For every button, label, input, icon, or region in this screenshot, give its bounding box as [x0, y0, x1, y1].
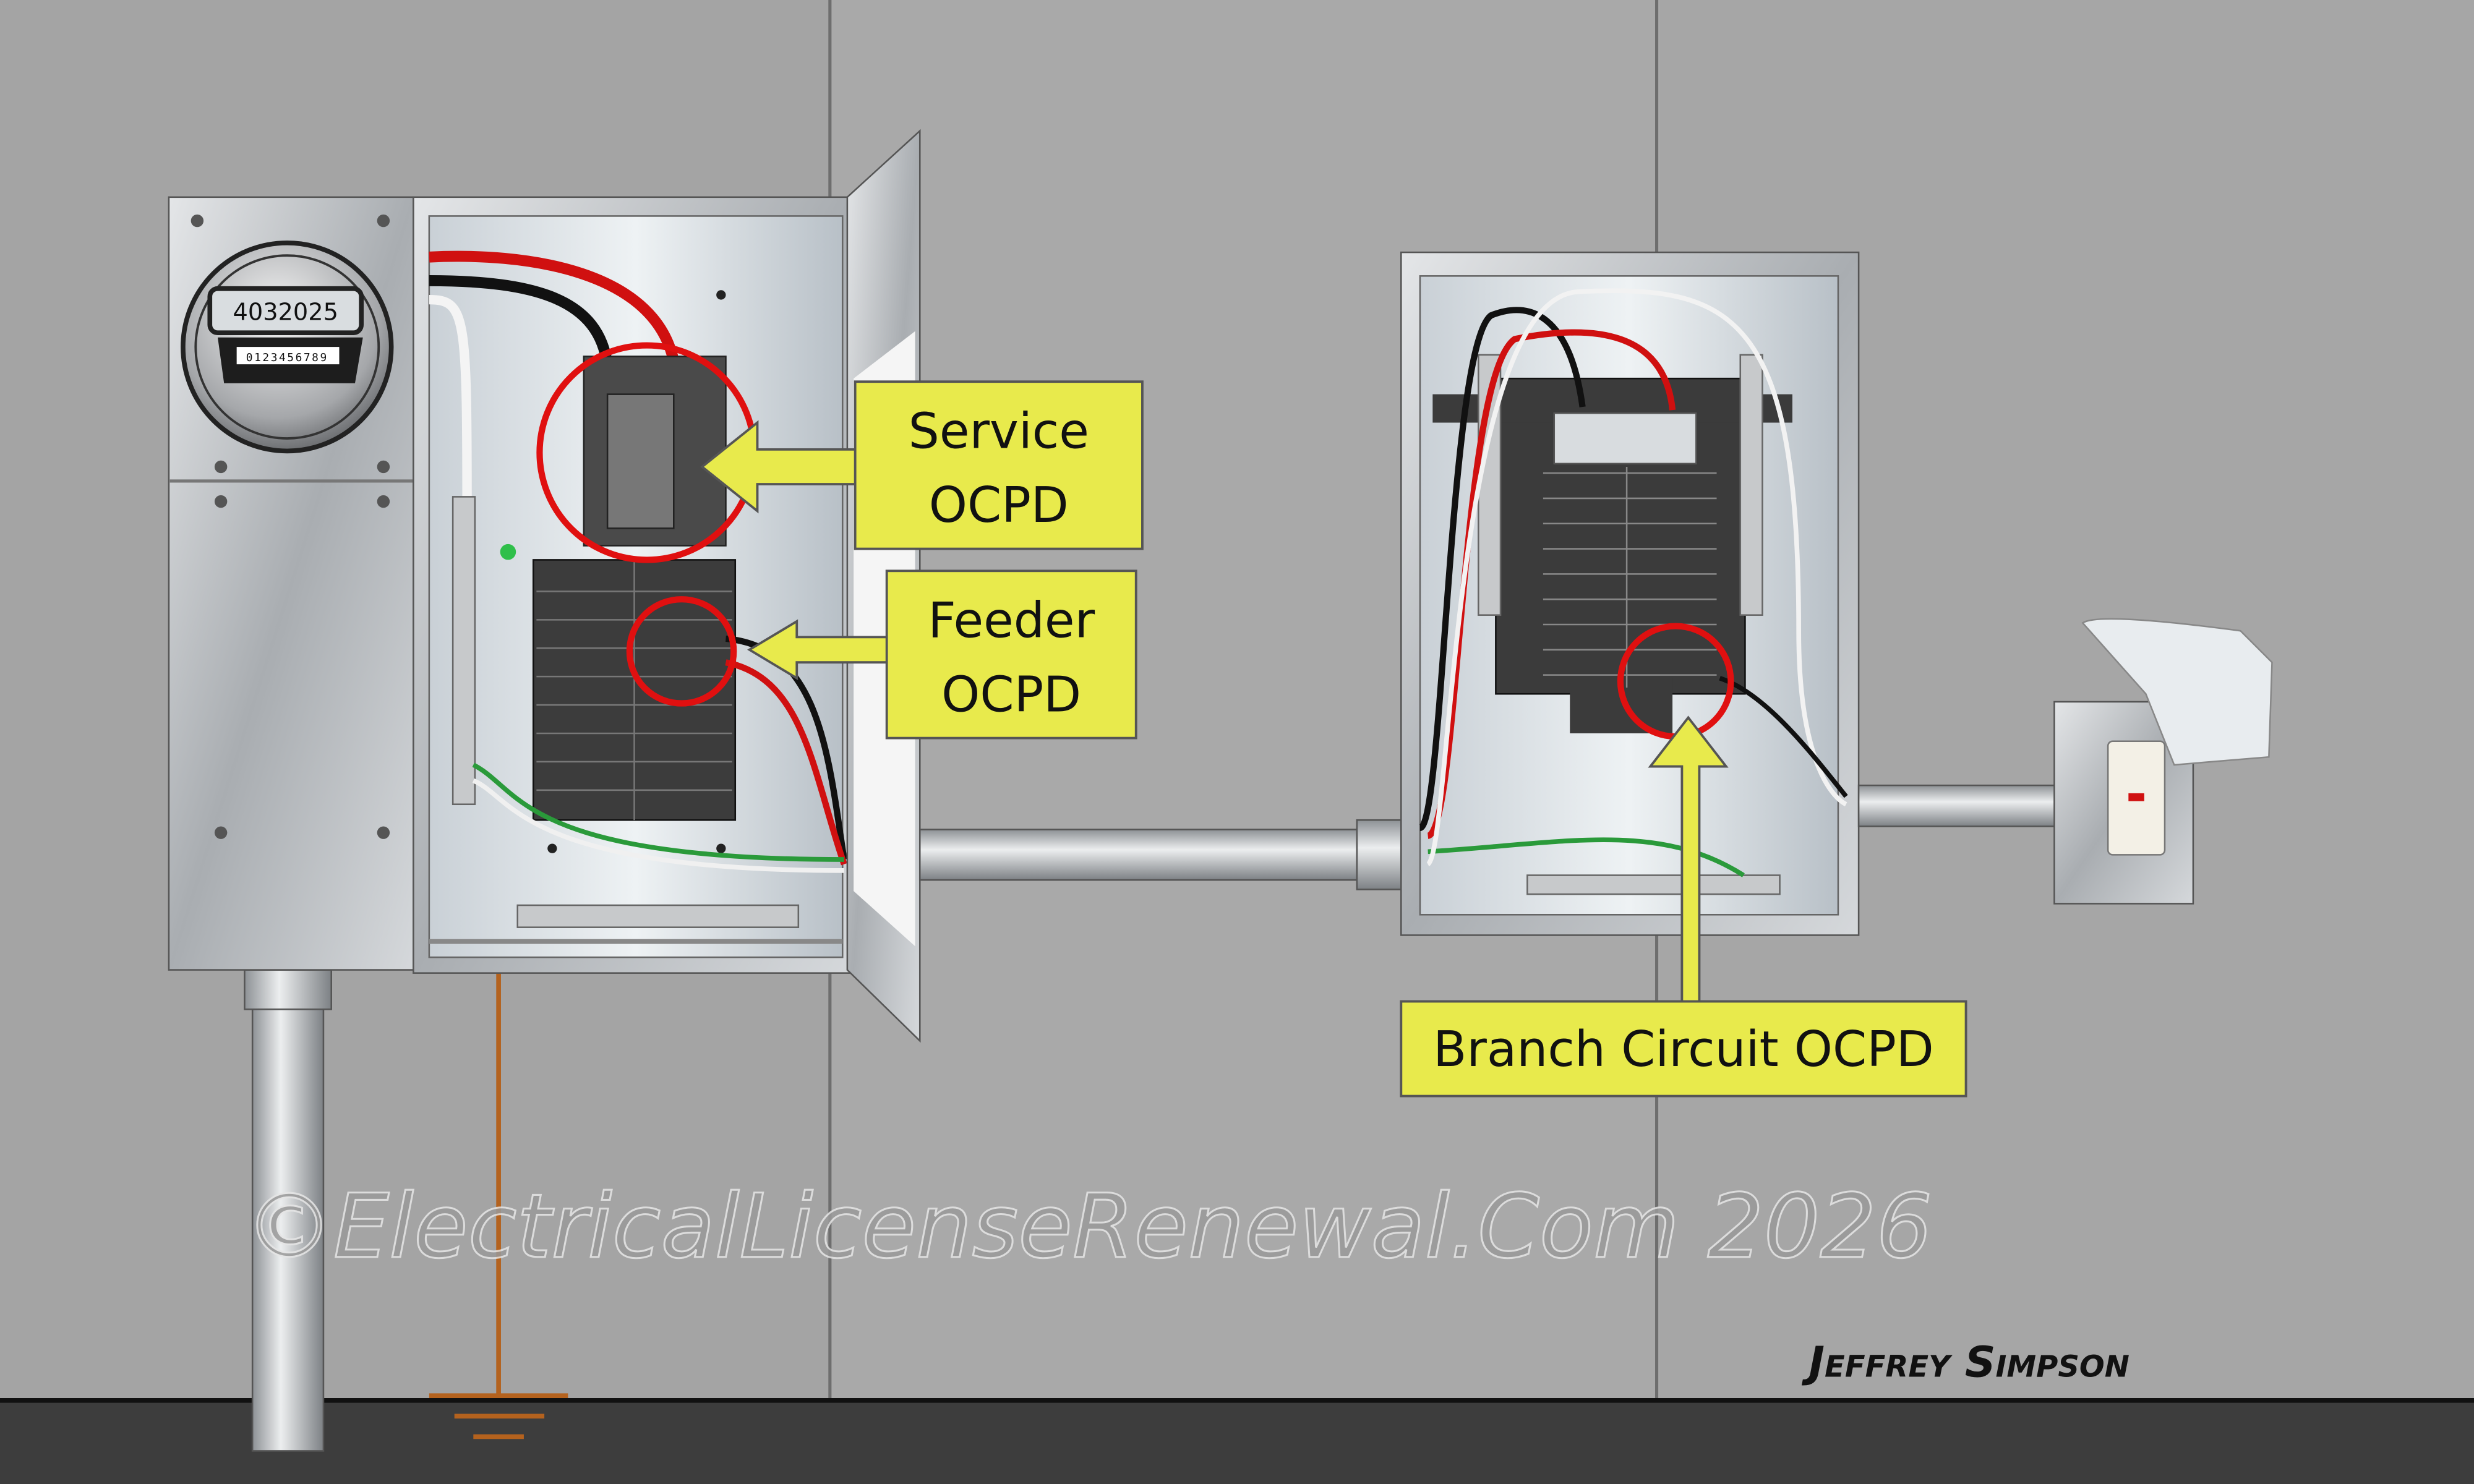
conduit-fitting: [244, 969, 332, 1010]
meter-barcode: 0123456789: [246, 351, 328, 364]
feeder-ocpd-label: Feeder OCPD: [885, 569, 1137, 740]
service-ocpd-label: Service OCPD: [854, 380, 1144, 550]
conduit-connector: [1356, 819, 1402, 890]
feeder-arrow: [747, 619, 890, 681]
svg-text:OCPD: OCPD: [929, 477, 1069, 534]
svg-text:OCPD: OCPD: [941, 666, 1081, 723]
service-conduit: [251, 969, 325, 1452]
service-arrow: [700, 420, 860, 514]
meter-reading: 4032025: [233, 299, 338, 326]
branch-arrow: [1648, 715, 1729, 1005]
ground-symbol: [429, 1393, 568, 1439]
branch-ocpd-label: Branch Circuit OCPD: [1400, 1000, 1967, 1098]
floor: [0, 1400, 2474, 1484]
artist-signature: Jeffrey Simpson: [1801, 1338, 2129, 1388]
feeder-conduit: [918, 829, 1379, 881]
weatherproof-cover: [2081, 618, 2273, 766]
svg-text:Service: Service: [909, 403, 1089, 459]
svg-text:Feeder: Feeder: [928, 592, 1095, 649]
svg-text:Branch Circuit OCPD: Branch Circuit OCPD: [1433, 1021, 1934, 1078]
feeder-ocpd-highlight: [626, 596, 737, 707]
branch-conduit: [1857, 784, 2057, 827]
sub-panel: [1400, 251, 1860, 936]
copyright-watermark: ©ElectricalLicenseRenewal.Com 2026: [245, 1175, 1932, 1278]
main-service-panel: [413, 196, 853, 974]
electric-meter: 4032025 0123456789: [181, 240, 394, 454]
